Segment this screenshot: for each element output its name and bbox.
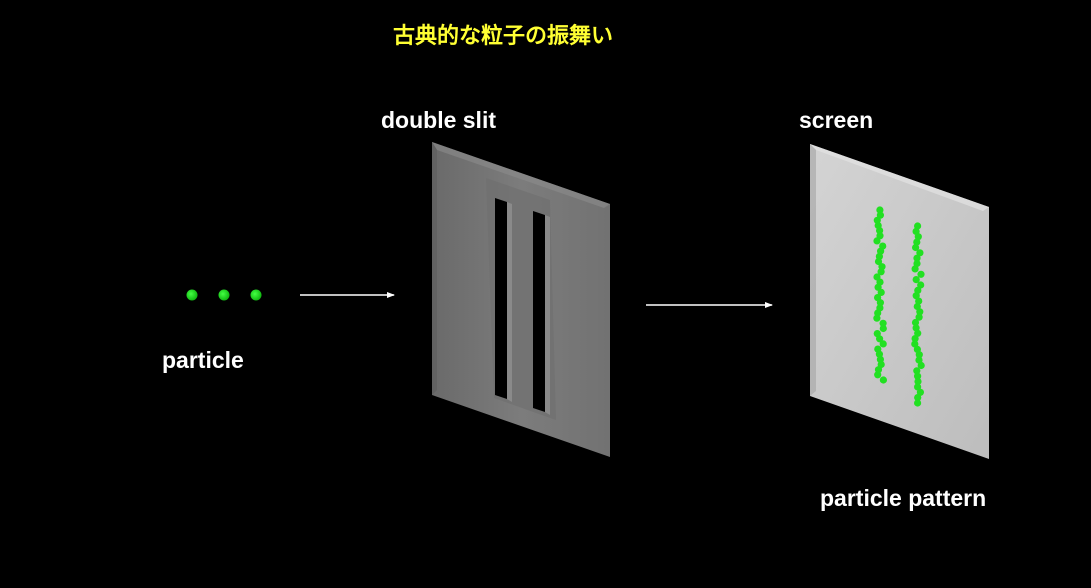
pattern-dot [913,259,921,268]
pattern-dot [879,340,887,348]
pattern-dot [914,399,922,407]
pattern-dot [914,222,922,230]
pattern-dot [877,288,885,296]
pattern-dot [876,206,884,214]
incoming-particle [218,289,230,301]
pattern-dot [915,356,923,364]
pattern-dot [876,227,884,235]
pattern-dot [912,276,920,284]
pattern-dot [911,335,919,343]
pattern-dot [913,367,921,375]
pattern-dot [913,238,921,246]
pattern-dot [879,324,887,333]
pattern-dot [879,376,888,384]
double-slit-label: double slit [381,107,496,133]
pattern-dot [915,297,923,305]
particle-label: particle [162,347,244,373]
pattern-dot [912,243,920,252]
pattern-dot [916,308,924,316]
pattern-dot [916,388,925,396]
pattern-dot [917,281,925,289]
pattern-dot [877,268,885,276]
pattern-dot [912,292,920,300]
pattern-dot [876,335,884,343]
pattern-dot [914,383,922,391]
pattern-dot [873,237,881,245]
pattern-dot [917,361,925,370]
double-slit-plate [432,142,610,457]
pattern-dot [916,249,924,257]
screen-label: screen [799,107,874,133]
slit-left [495,198,507,399]
incoming-particle [250,289,262,301]
particle-pattern-label: particle pattern [820,485,987,511]
incoming-particles [186,289,262,301]
pattern-dot [879,319,887,327]
pattern-dot [914,377,922,386]
pattern-dot [914,372,922,380]
pattern-dot [915,313,923,321]
slit-right [533,211,545,412]
incoming-particle [186,289,198,301]
pattern-dot [911,318,920,327]
pattern-dot [874,371,882,379]
pattern-dot [876,299,885,307]
pattern-dot [911,340,919,348]
pattern-dot [913,254,921,262]
detection-screen [810,144,989,459]
pattern-dot [917,270,925,278]
pattern-dot [914,233,922,241]
particle-pattern-dots [873,206,925,407]
diagram-title: 古典的な粒子の振舞い [392,24,613,49]
pattern-dot [911,265,919,273]
pattern-dot [912,324,920,332]
pattern-dot [874,257,883,266]
pattern-dot [914,394,922,402]
pattern-dot [915,351,923,359]
pattern-dot [873,314,881,322]
